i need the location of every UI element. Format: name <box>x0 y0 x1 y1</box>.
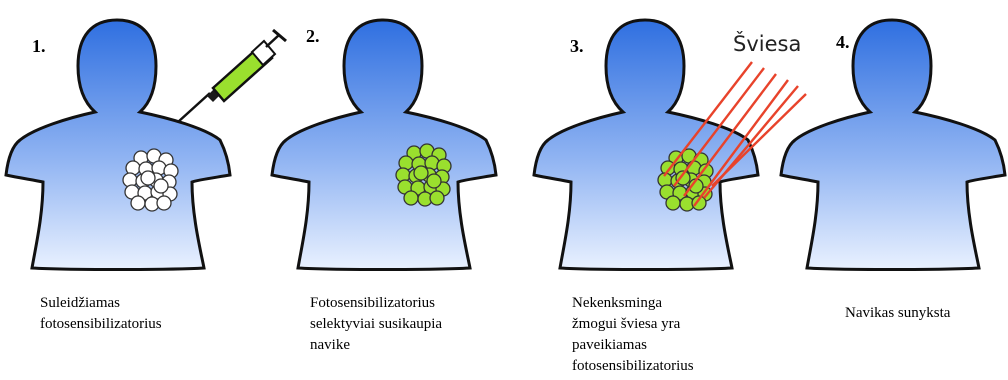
caption-line: fotosensibilizatorius <box>40 314 162 335</box>
tumor-cell <box>154 179 168 193</box>
caption-line: žmogui šviesa yra <box>572 314 694 335</box>
step-number-2: 2. <box>306 26 320 47</box>
caption-line: Navikas sunyksta <box>845 303 950 324</box>
tumor-cell <box>430 191 444 205</box>
tumor-cell <box>427 174 441 188</box>
caption-line: navike <box>310 335 442 356</box>
tumor-cell <box>131 196 145 210</box>
step-number-1: 1. <box>32 36 46 57</box>
caption-step-2: Fotosensibilizatorius selektyviai susika… <box>310 293 442 356</box>
tumor-cell <box>404 191 418 205</box>
caption-line: Suleidžiamas <box>40 293 162 314</box>
caption-line: paveikiamas <box>572 335 694 356</box>
caption-line: fotosensibilizatorius <box>572 356 694 377</box>
caption-step-4: Navikas sunyksta <box>845 303 950 324</box>
tumor-cell <box>141 171 155 185</box>
caption-line: Nekenksminga <box>572 293 694 314</box>
caption-line: selektyviai susikaupia <box>310 314 442 335</box>
step-number-3: 3. <box>570 36 584 57</box>
tumor-cell <box>414 166 428 180</box>
tumor-cell <box>666 196 680 210</box>
caption-step-3: Nekenksminga žmogui šviesa yra paveikiam… <box>572 293 694 377</box>
tumor-cell <box>157 196 171 210</box>
light-label: Šviesa <box>733 32 801 56</box>
caption-line: Fotosensibilizatorius <box>310 293 442 314</box>
step-number-4: 4. <box>836 32 850 53</box>
caption-step-1: Suleidžiamas fotosensibilizatorius <box>40 293 162 335</box>
